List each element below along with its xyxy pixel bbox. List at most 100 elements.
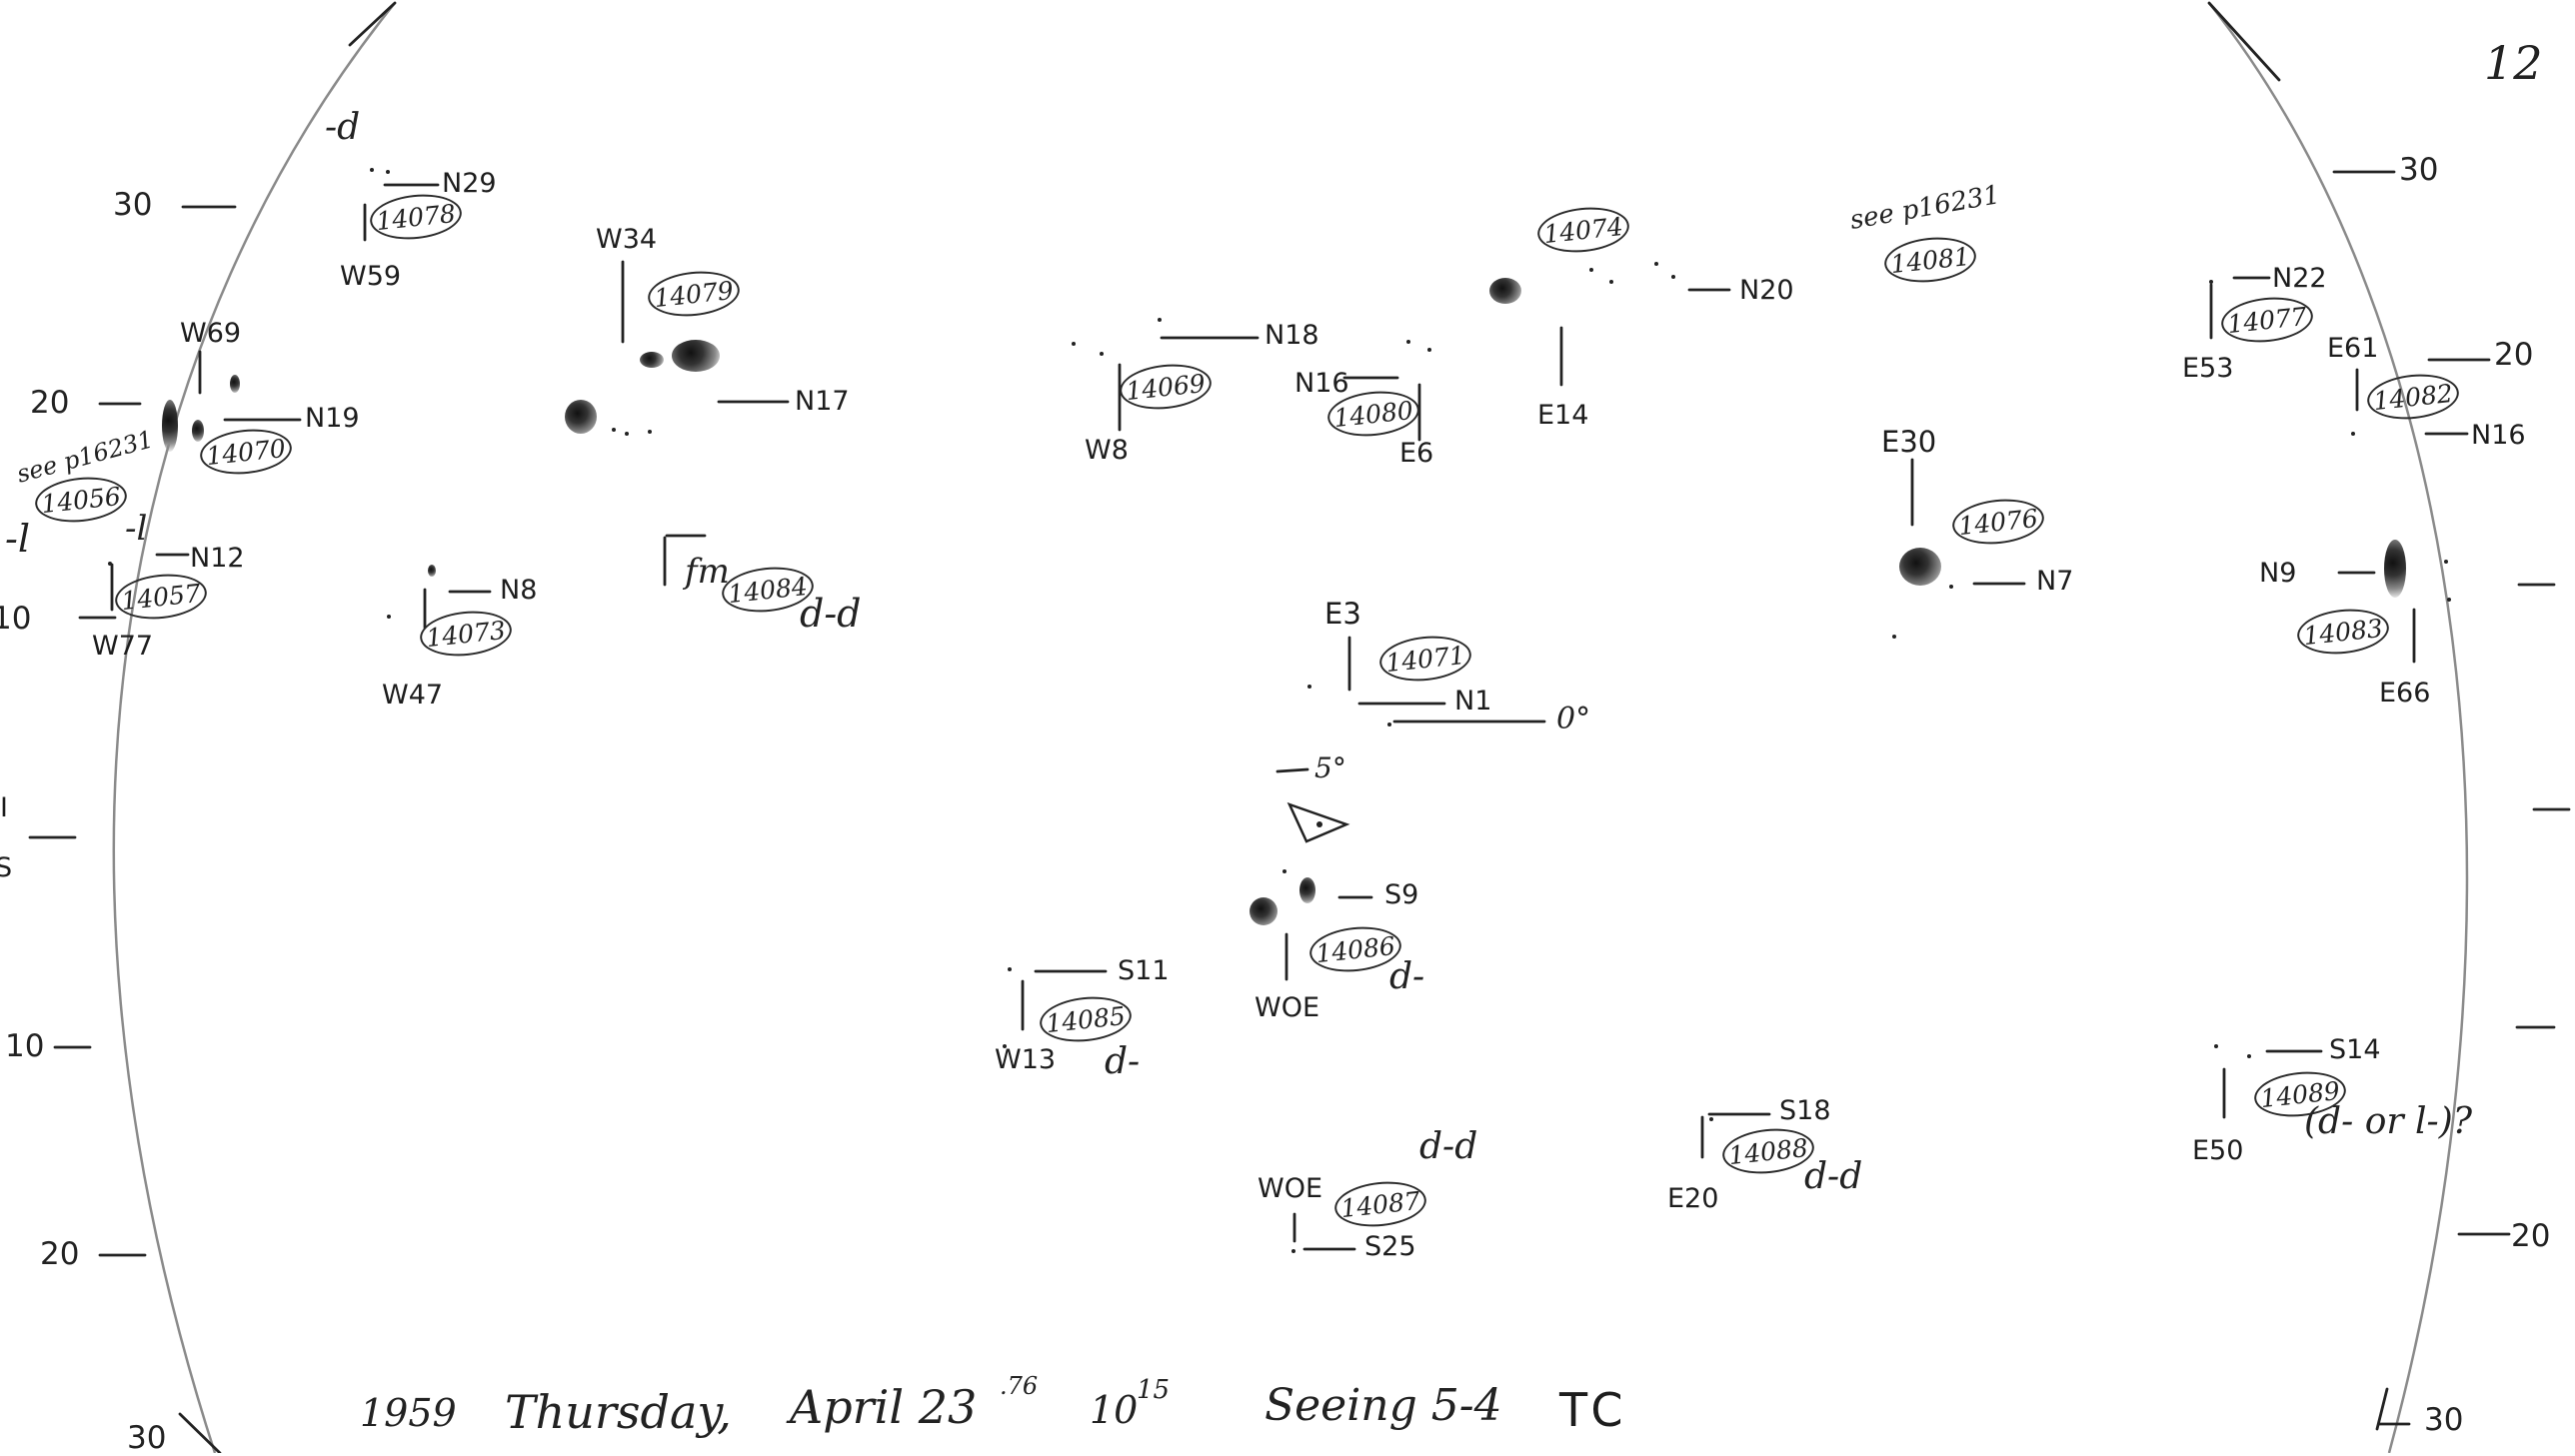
sunspot-dot — [1589, 268, 1593, 272]
sunspot — [192, 420, 204, 442]
lat-label-left-20-south: 20 — [40, 1236, 80, 1272]
lat-label-left-10: 10 — [0, 601, 32, 637]
sunspot-dot — [1892, 635, 1896, 639]
lat-14074: N20 — [1739, 275, 1794, 306]
sunspot-dot — [1671, 275, 1675, 279]
lon-14070: W69 — [180, 318, 242, 349]
lon-14079: W34 — [596, 224, 658, 255]
sunspot-dot — [1003, 1044, 1007, 1048]
sunspot-dot — [1291, 1249, 1295, 1253]
sunspot-dot — [2351, 432, 2355, 436]
sunspot-dot — [1307, 685, 1311, 689]
type-14086: d- — [1389, 956, 1425, 997]
lat-label-left-30: 30 — [113, 187, 153, 223]
lon-14076: E30 — [1881, 425, 1937, 459]
sunspot — [672, 340, 720, 372]
footer-hour: 10 — [1090, 1388, 1139, 1432]
sunspot-dot — [2447, 598, 2451, 602]
lat-label-right-30-south: 30 — [2424, 1402, 2464, 1438]
lat-14069: N18 — [1265, 320, 1319, 351]
lat-label-left-30-south: 30 — [127, 1420, 167, 1456]
type-14085: d- — [1105, 1041, 1141, 1082]
lat-14077: N22 — [2272, 263, 2327, 294]
sunspot-dot — [387, 615, 391, 619]
sunspot-dot — [1406, 340, 1410, 344]
footer-seeing: Seeing 5-4 — [1265, 1380, 1502, 1431]
lat-14078: N29 — [442, 168, 497, 199]
lat-14082: N16 — [2471, 420, 2526, 451]
footer-minute: 15 — [1137, 1375, 1171, 1405]
lon-14071: E3 — [1324, 597, 1361, 631]
lat-14087: S25 — [1364, 1231, 1416, 1262]
sunspot — [1899, 548, 1941, 586]
lon-14069: W8 — [1085, 435, 1129, 466]
sunspot-dot — [648, 430, 652, 434]
lon-14080: E6 — [1399, 438, 1434, 469]
type-14089: (d- or l-)? — [2304, 1101, 2473, 1142]
sunspot-dot — [1072, 342, 1076, 346]
sunspot-dot — [1949, 585, 1953, 589]
lat-14088: S18 — [1779, 1095, 1831, 1126]
lat-label-right-20: 20 — [2494, 337, 2534, 373]
sunspot-dot — [2444, 560, 2448, 564]
lat-14085: S11 — [1118, 955, 1170, 986]
sunspot-dot — [1609, 280, 1613, 284]
lat5-label: 5° — [1314, 751, 1346, 784]
sunspot-dot — [1387, 723, 1391, 727]
sunspot-dot — [1158, 318, 1162, 322]
left-edge-fragment-s: S — [0, 852, 13, 883]
lat-14073: N8 — [500, 575, 538, 606]
note-14078: -d — [325, 107, 361, 148]
lat-14070: N19 — [305, 403, 360, 434]
type-14084: d-d — [800, 592, 862, 636]
sunspot-dot — [625, 432, 629, 436]
lon-14077: E53 — [2182, 353, 2234, 384]
lat-14083: N9 — [2259, 558, 2297, 589]
lat-label-left-10-south: 10 — [5, 1028, 45, 1064]
footer-day: Thursday, — [505, 1385, 732, 1439]
footer-date: April 23 — [790, 1380, 978, 1434]
lat-label-right-30: 30 — [2399, 152, 2439, 188]
sunspot-dot — [2209, 280, 2213, 284]
sunspot — [2384, 540, 2406, 598]
solar-limb-left — [112, 2, 396, 1453]
lat-14076: N7 — [2036, 566, 2074, 597]
lat-14057: N12 — [190, 543, 245, 574]
note-14084: fm — [685, 552, 730, 592]
lon-14073: W47 — [382, 680, 444, 711]
sunspot — [565, 400, 597, 434]
sunspot-dot — [1427, 348, 1431, 352]
lat-14079: N17 — [795, 386, 850, 417]
footer-observer: TC — [1559, 1383, 1629, 1437]
sunspot-dot — [1008, 967, 1012, 971]
corner-mark-12: 12 — [2484, 36, 2543, 90]
lon-14086: WOE — [1255, 992, 1320, 1023]
lon-14057: W77 — [92, 631, 154, 662]
lat-label-left-20: 20 — [30, 385, 70, 421]
sunspot — [1250, 897, 1278, 925]
sunspot-dot — [2247, 1054, 2251, 1058]
lat-14071: N1 — [1454, 686, 1492, 717]
sunspot — [1299, 877, 1315, 903]
type-14088: d-d — [1804, 1156, 1863, 1197]
sunspot-dot — [386, 170, 390, 174]
footer-date-fraction: .76 — [1000, 1372, 1039, 1400]
lon-14088: E20 — [1667, 1183, 1719, 1214]
sunspot-dot — [370, 168, 374, 172]
sunspot-dot — [1100, 352, 1104, 356]
lon-14085: W13 — [995, 1044, 1057, 1075]
sunspot — [162, 400, 178, 452]
sunspot-dot — [1283, 869, 1287, 873]
sunspot-dot — [108, 562, 112, 566]
sunspot — [230, 375, 240, 393]
lat-14089: S14 — [2329, 1034, 2381, 1065]
equator-label: 0° — [1556, 702, 1591, 736]
sunspot-dot — [1654, 262, 1658, 266]
type-14087: d-d — [1419, 1126, 1478, 1167]
lon-14083: E66 — [2379, 678, 2431, 709]
lat-label-right-20-south: 20 — [2511, 1218, 2551, 1254]
lat-14080: N16 — [1294, 368, 1349, 399]
sunspot — [640, 352, 664, 368]
